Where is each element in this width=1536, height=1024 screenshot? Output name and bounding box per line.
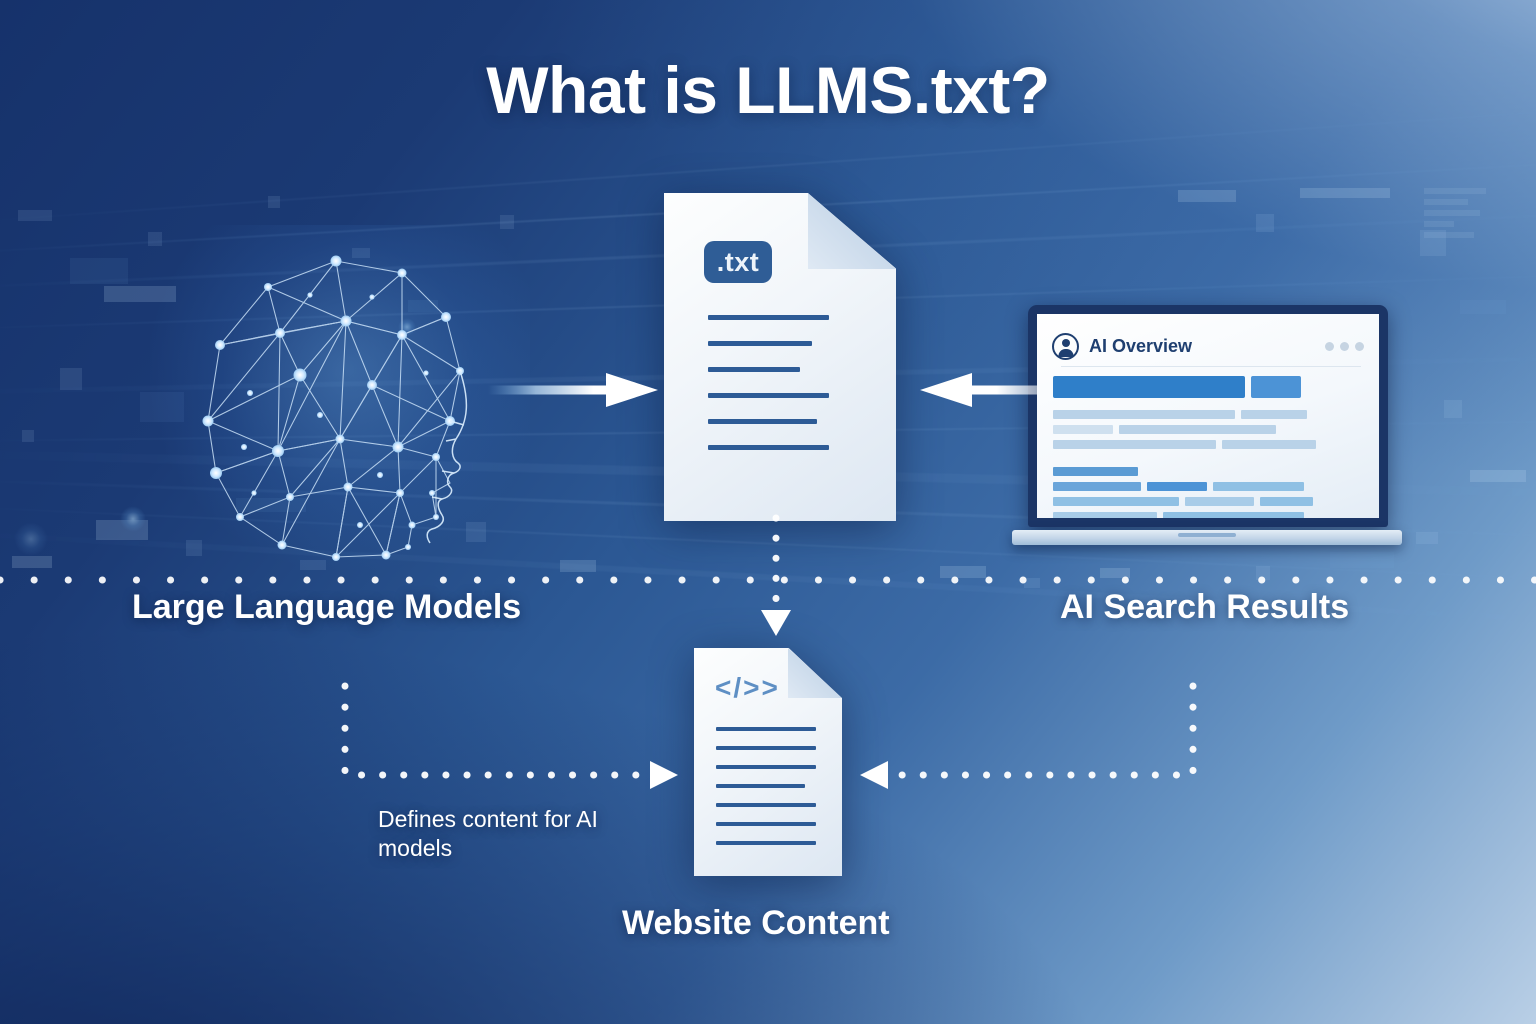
laptop-lid: AI Overview [1028,305,1388,527]
page-title: What is LLMS.txt? [486,53,1050,127]
result-bar [1053,410,1236,419]
result-row [1053,497,1367,506]
label-ai-search-results: AI Search Results [1060,588,1350,626]
result-bar [1146,482,1207,491]
result-bar [1053,376,1245,398]
neural-network-head-icon [150,225,530,570]
result-bar [1212,482,1304,491]
page-fold-corner [808,193,896,269]
page-fold-corner [788,648,842,698]
code-glyph: </>> [715,672,780,703]
arrow-llm-to-website [332,682,680,796]
label-large-language-models: Large Language Models [132,588,522,626]
laptop-icon: AI Overview [1012,305,1402,555]
result-row [1053,410,1367,419]
result-row [1053,425,1367,434]
result-bar [1222,440,1317,449]
result-bar [1250,376,1301,398]
browser-header: AI Overview [1052,328,1364,364]
result-row [1053,440,1367,449]
result-bar [1053,482,1141,491]
result-bar [1053,425,1113,434]
result-row [1053,512,1367,518]
document-text-lines [664,315,896,450]
arrow-llm-to-txt [488,368,658,412]
result-bar [1118,425,1276,434]
result-row [1053,467,1367,476]
result-bar [1241,410,1308,419]
arrow-ai-to-website [858,682,1206,796]
result-row [1053,482,1367,491]
result-bar [1259,497,1314,506]
text-document-icon: .txt [664,193,896,521]
result-row [1053,376,1367,398]
browser-header-title: AI Overview [1089,335,1193,356]
document-text-lines [694,727,842,845]
result-bar [1162,512,1304,518]
result-bar [1053,440,1217,449]
result-bar [1053,512,1157,518]
file-type-badge: .txt [704,241,772,283]
window-dots [1325,341,1364,351]
arrow-ai-to-txt [920,368,1038,412]
label-defines-content-for-ai-models: Defines content for AI models [378,806,598,862]
label-website-content: Website Content [622,904,890,942]
result-bar [1053,497,1179,506]
laptop-base [1012,530,1402,545]
browser-window: AI Overview [1037,314,1379,518]
user-circle-icon [1052,332,1079,360]
arrow-txt-to-website [756,514,796,638]
result-bar [1184,497,1254,506]
search-result-skeleton [1053,376,1367,518]
result-bar [1053,467,1138,476]
header-divider [1061,366,1361,367]
code-document-icon: </>> [694,648,842,876]
